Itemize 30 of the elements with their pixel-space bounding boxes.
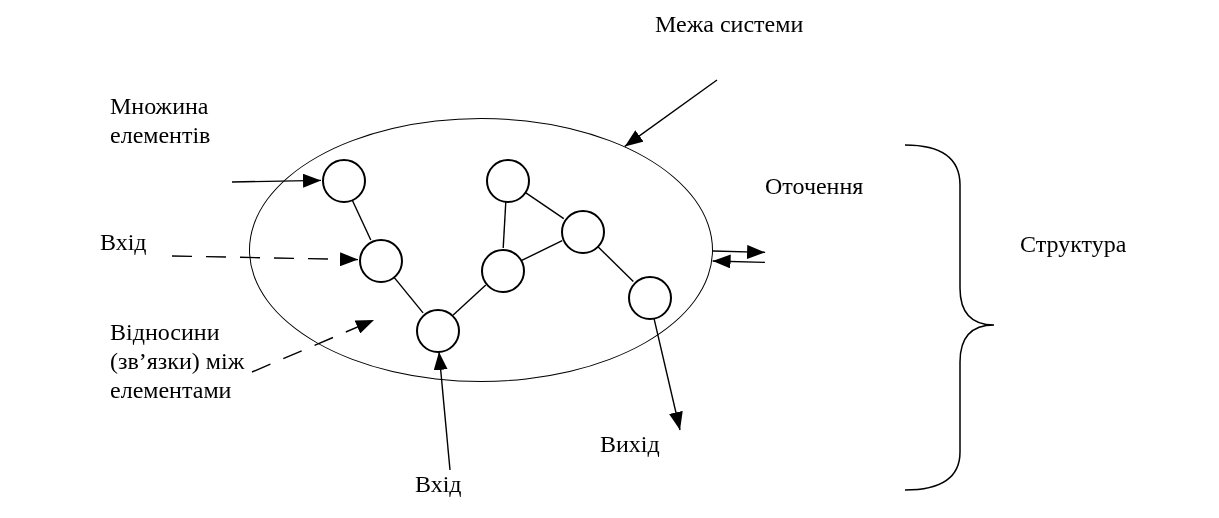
- element-node: [322, 159, 366, 203]
- element-node: [416, 309, 460, 353]
- element-node: [486, 159, 530, 203]
- arrow: [711, 254, 766, 269]
- connection-line: [393, 276, 424, 314]
- dashed-arrow: [251, 319, 375, 373]
- annotation-text: Множина елементів: [110, 92, 212, 150]
- arrow: [712, 244, 766, 259]
- connection-line: [521, 239, 563, 262]
- arrow: [624, 79, 718, 148]
- annotation-text: Вихід: [600, 430, 661, 459]
- annotation-text: Вхід: [415, 470, 463, 499]
- annotation-text: Вхід: [100, 228, 148, 257]
- connection-line: [524, 191, 565, 220]
- connection-line: [597, 245, 634, 283]
- element-node: [628, 276, 672, 320]
- connection-line: [351, 199, 372, 241]
- arrow: [653, 317, 683, 431]
- connection-line: [452, 284, 487, 316]
- arrow: [433, 351, 451, 471]
- connection-line: [502, 201, 507, 249]
- element-node: [481, 249, 525, 293]
- annotation-text: Відносини (зв’язки) між елементами: [110, 318, 245, 405]
- arrow: [231, 173, 322, 188]
- element-node: [561, 210, 605, 254]
- brace-label: Структура: [1020, 230, 1127, 259]
- annotation-text: Оточення: [765, 172, 865, 201]
- dashed-arrow: [171, 252, 359, 267]
- element-node: [359, 239, 403, 283]
- annotation-text: Межа системи: [655, 10, 805, 39]
